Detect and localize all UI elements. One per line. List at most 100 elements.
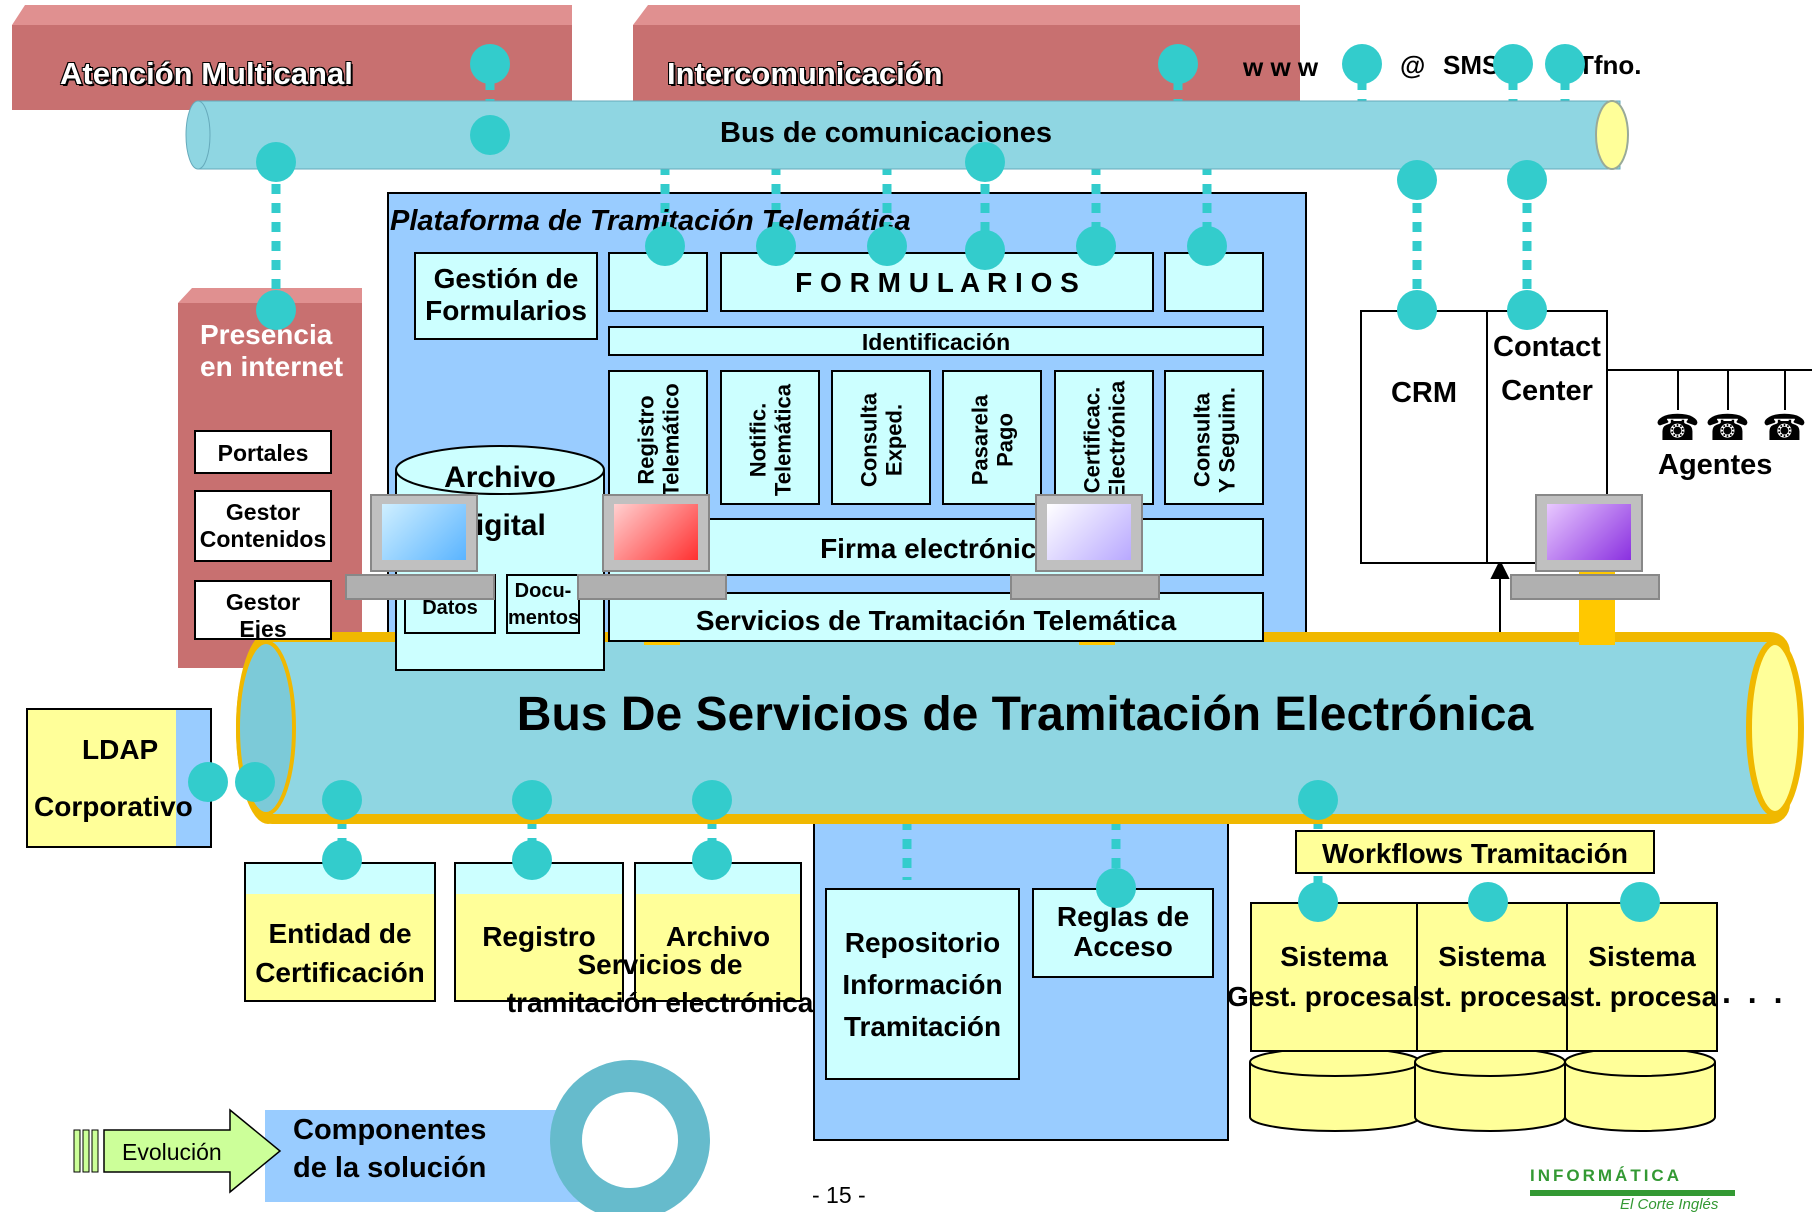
bus-servicios-label: Bus De Servicios de Tramitación Electrón… — [516, 688, 1534, 741]
componentes-line2: de la solución — [293, 1152, 487, 1184]
sistema-2-line1: Sistema — [1438, 941, 1546, 972]
archivo-box: Archivo — [634, 862, 802, 1002]
firma-electronica-label: Firma electrónica — [820, 533, 1052, 564]
service-notific-telematica: Notific.Telemática — [720, 370, 820, 505]
sistemas-databases — [1249, 1047, 1716, 1132]
service-consulta-exped-line2: Exped. — [881, 403, 907, 477]
contact-center-line1: Contact — [1493, 331, 1601, 363]
crm-box: CRM — [1360, 310, 1488, 564]
arrow-up — [1490, 559, 1510, 640]
entidad-certificacion-box: Entidad de Certificación — [244, 862, 436, 1002]
logo-signature: El Corte Inglés — [1620, 1196, 1719, 1213]
reglas-acceso-box: Reglas de Acceso — [1032, 888, 1214, 978]
formularios-box: F O R M U L A R I O S — [720, 252, 1154, 312]
documentos-line2: mentos — [508, 607, 580, 629]
documentos-line1: Docu- — [514, 580, 572, 602]
entidad-line2: Certificación — [255, 957, 425, 988]
logo-bar — [1530, 1190, 1735, 1196]
repositorio-line3: Tramitación — [843, 1011, 1002, 1042]
service-consulta-seguim-line1: Consulta — [1189, 392, 1215, 488]
service-notific-text: Notific.Telemática — [746, 373, 798, 504]
computer-icon — [1010, 490, 1160, 610]
channel-sms: SMS — [1443, 50, 1500, 80]
intercomunicacion-title: Intercomunicación — [667, 56, 943, 91]
bus-comunicaciones-label: Bus de comunicaciones — [720, 117, 1052, 149]
identificacion-box: Identificación — [608, 326, 1264, 356]
service-certificac-text: Certificac.Electrónica — [1080, 373, 1132, 504]
gestor-contenidos-line1: Gestor — [225, 499, 301, 525]
page-number: - 15 - — [812, 1182, 866, 1208]
gestion-formularios-line2: Formularios — [425, 295, 587, 326]
logo-text: INFORMÁTICA — [1530, 1166, 1682, 1185]
archivo-digital-line1: Archivo — [444, 461, 556, 494]
gestor-ejes-box: Gestor Ejes — [194, 580, 332, 640]
identificacion-label: Identificación — [861, 329, 1011, 355]
phone-icon: ☎ — [1705, 407, 1750, 448]
sistema-1-line1: Sistema — [1280, 941, 1388, 972]
workflows-box: Workflows Tramitación — [1295, 830, 1655, 874]
repositorio-line2: Información — [842, 969, 1003, 1000]
ldap-line2: Corporativo — [34, 791, 193, 822]
registro-box: Registro — [454, 862, 624, 1002]
repositorio-box: Repositorio Información Tramitación — [825, 888, 1020, 1080]
service-certificac-line2: Electrónica — [1104, 380, 1130, 500]
formularios-label: F O R M U L A R I O S — [795, 267, 1079, 298]
presencia-line1: Presencia — [200, 319, 333, 350]
sistema-1-line2: Gest. procesal — [1227, 981, 1420, 1012]
gestor-ejes-line1: Gestor — [225, 589, 301, 615]
ldap-line1: LDAP — [82, 734, 159, 765]
formulario-box-1 — [608, 252, 708, 312]
gestor-contenidos-box: Gestor Contenidos — [194, 490, 332, 562]
service-certificac-electronica: Certificac.Electrónica — [1054, 370, 1154, 505]
phone-icon: ☎ — [1762, 407, 1807, 448]
evolucion-arrow — [73, 1108, 282, 1194]
sistema-3-line1: Sistema — [1588, 941, 1696, 972]
plataforma-title: Plataforma de Tramitación Telemática — [390, 205, 911, 237]
servicios-tramitacion-line1: Servicios de — [577, 949, 743, 980]
firma-electronica-box: Firma electrónica — [608, 518, 1264, 576]
service-pasarela-line1: Pasarela — [967, 394, 993, 486]
portales-box: Portales — [194, 430, 332, 474]
gestor-ejes-line2: Ejes — [239, 616, 287, 640]
contact-center-line2: Center — [1501, 375, 1593, 407]
service-consulta-exped-line1: Consulta — [856, 392, 882, 488]
servicios-tramitacion-telematica-box: Servicios de Tramitación Telemática — [608, 592, 1264, 642]
computer-icon — [345, 490, 495, 610]
agent-phone-lines — [1606, 369, 1812, 410]
datos-label: Datos — [422, 597, 478, 619]
sistema-3-line2: Gest. procesal — [1568, 981, 1718, 1012]
reglas-line1: Reglas de — [1056, 901, 1190, 932]
ldap-box: LDAP Corporativo — [26, 708, 212, 848]
servicios-tramitacion-line2: tramitación electrónica — [506, 987, 814, 1018]
evolucion-label: Evolución — [122, 1139, 222, 1165]
service-pasarela-line2: Pago — [992, 413, 1018, 467]
componentes-line1: Componentes — [293, 1114, 487, 1146]
atencion-multicanal-title: Atención Multicanal — [60, 56, 353, 91]
archivo-label: Archivo — [665, 921, 771, 952]
servicios-tramitacion-telematica-label: Servicios de Tramitación Telemática — [695, 605, 1177, 636]
service-consulta-seguim-line2: Y Seguim. — [1214, 387, 1240, 493]
presencia-line2: en internet — [200, 351, 344, 382]
channel-email: @ — [1400, 50, 1426, 80]
portales-label: Portales — [217, 440, 309, 466]
entidad-line1: Entidad de — [268, 918, 412, 949]
service-registro-line2: Telemático — [658, 383, 684, 497]
service-notific-line2: Telemática — [770, 383, 796, 497]
sistema-box-2: Sistema Gest. procesal — [1416, 902, 1568, 1052]
channel-www: w w w — [1243, 52, 1319, 82]
sistema-box-1: Sistema Gest. procesal — [1227, 902, 1420, 1052]
gestor-contenidos-line2: Contenidos — [199, 526, 327, 552]
gestion-formularios-line1: Gestión de — [433, 263, 579, 294]
registro-label: Registro — [482, 921, 596, 952]
channel-tfno: Tfno. — [1578, 50, 1642, 80]
sistema-2-line2: Gest. procesal — [1418, 981, 1568, 1012]
phone-icon: ☎ — [1655, 407, 1700, 448]
computer-icon — [577, 490, 727, 610]
